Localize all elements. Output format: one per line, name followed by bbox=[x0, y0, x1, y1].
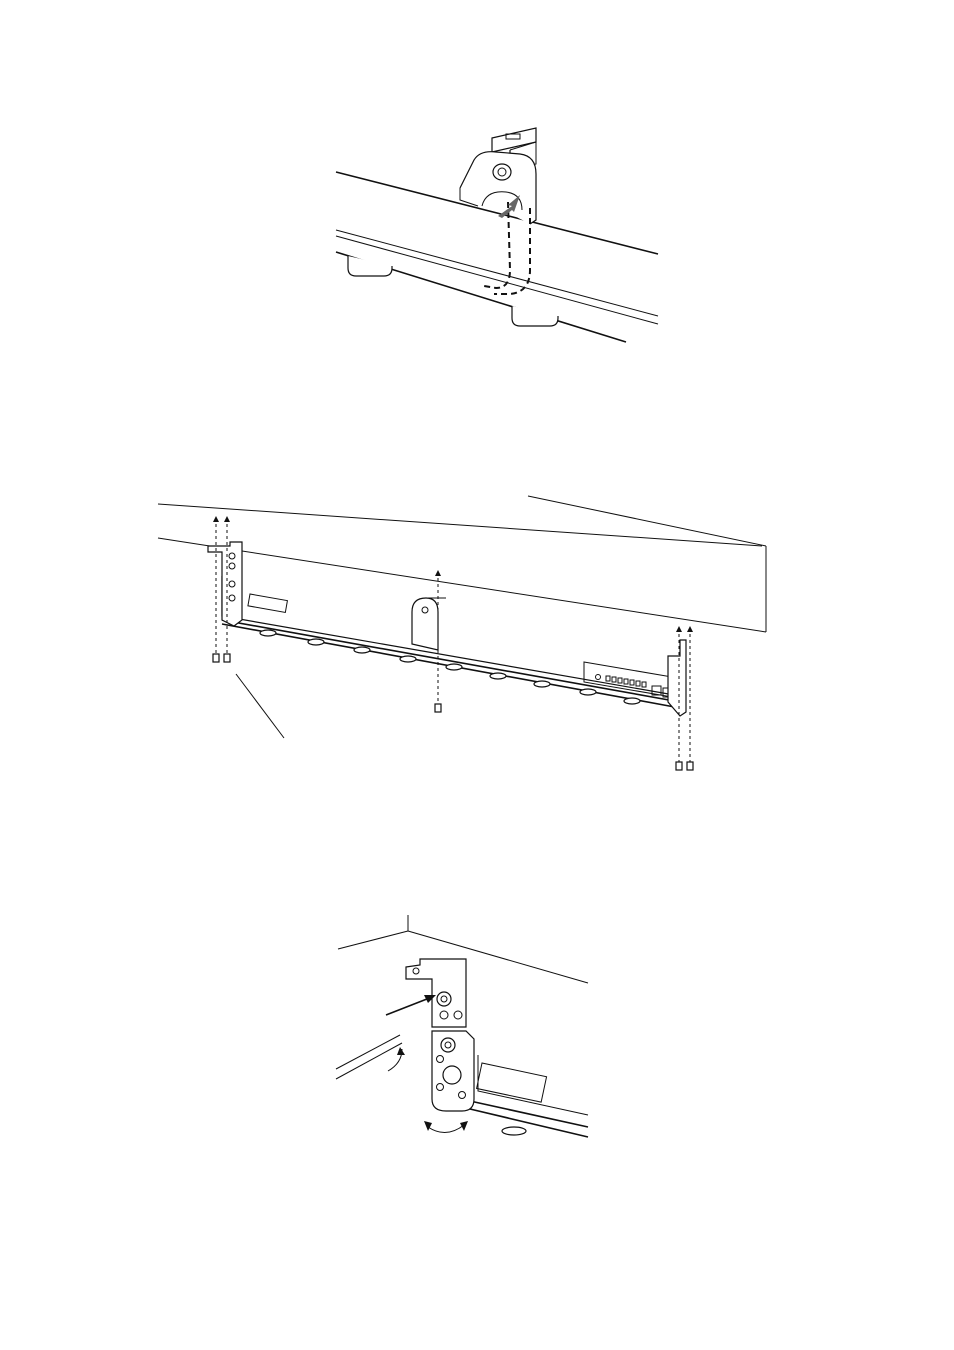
rail-runner-left bbox=[348, 256, 392, 276]
pointer-line bbox=[386, 997, 432, 1015]
rail-bracket-diagram bbox=[0, 120, 954, 360]
ceiling-top-left bbox=[158, 504, 762, 546]
rail-runner-right bbox=[512, 306, 558, 326]
rotate-left-arrow-icon bbox=[424, 1121, 432, 1131]
screw-right-1 bbox=[676, 762, 682, 770]
arrow-up-icon bbox=[687, 626, 693, 632]
clamp-knob bbox=[493, 164, 511, 180]
rotate-arc-bracket bbox=[428, 1125, 464, 1133]
adjust-screw bbox=[437, 992, 451, 1006]
rotate-right-arrow-icon bbox=[460, 1121, 468, 1131]
hex-key-lower bbox=[336, 1043, 402, 1079]
bracket-adjust-diagram bbox=[0, 905, 954, 1165]
left-end-bracket bbox=[208, 542, 242, 626]
leader-line bbox=[236, 674, 284, 738]
bracket-boss bbox=[443, 1066, 461, 1084]
rail-runner bbox=[502, 1127, 526, 1135]
label-plate bbox=[477, 1063, 547, 1102]
arrow-up-icon bbox=[676, 626, 682, 632]
arrow-up-icon bbox=[435, 570, 441, 576]
center-bracket bbox=[412, 598, 438, 650]
right-end-bracket bbox=[668, 640, 686, 716]
adjust-screw bbox=[441, 1038, 455, 1052]
arrow-up-icon bbox=[224, 516, 230, 522]
arrow-up-icon bbox=[213, 516, 219, 522]
screw-left-2 bbox=[224, 654, 230, 662]
screw-left-1 bbox=[213, 654, 219, 662]
screw-right-2 bbox=[687, 762, 693, 770]
ceiling-left-edge bbox=[338, 931, 408, 949]
rail-groove-lower bbox=[336, 236, 658, 324]
ceiling-mount-diagram bbox=[0, 490, 954, 800]
hex-key-upper bbox=[336, 1035, 400, 1069]
rotate-arrow-icon bbox=[397, 1047, 405, 1055]
screw-center bbox=[435, 704, 441, 712]
upper-bracket bbox=[406, 959, 466, 1027]
